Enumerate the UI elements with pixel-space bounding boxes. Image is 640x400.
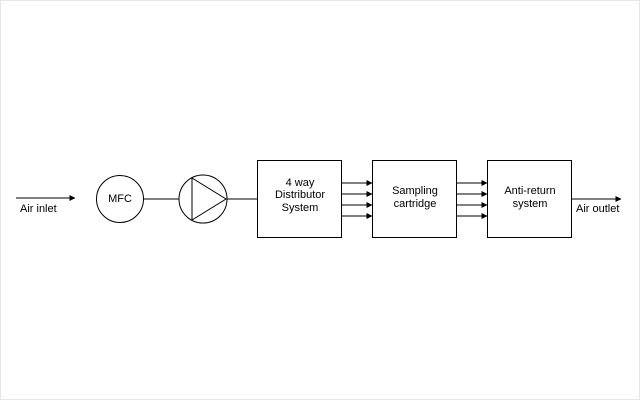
antireturn-label: Anti-return system xyxy=(488,159,572,236)
sampling-label: Sampling cartridge xyxy=(373,159,457,236)
antireturn-line-1: Anti-return xyxy=(504,185,556,197)
sampling-box xyxy=(372,160,457,238)
sampling-line-2: cartridge xyxy=(393,197,437,210)
distributor-label: 4 way Distributor System xyxy=(258,157,342,234)
distributor-to-sampling-arrows xyxy=(342,180,373,219)
distributor-box xyxy=(257,160,342,238)
sampling-line-1: Sampling xyxy=(392,185,438,197)
air-outlet-label: Air outlet xyxy=(576,203,620,215)
mfc-label: MFC xyxy=(108,193,132,205)
distributor-line-2: Distributor xyxy=(274,189,326,202)
sampling-to-antireturn-arrows xyxy=(457,180,488,219)
distributor-line-3: System xyxy=(281,201,319,214)
air-inlet-label: Air inlet xyxy=(20,203,57,215)
antireturn-box xyxy=(487,160,572,238)
pump-triangle-icon xyxy=(178,174,228,224)
distributor-line-1: 4 way xyxy=(285,176,315,189)
antireturn-line-2: system xyxy=(512,197,548,210)
